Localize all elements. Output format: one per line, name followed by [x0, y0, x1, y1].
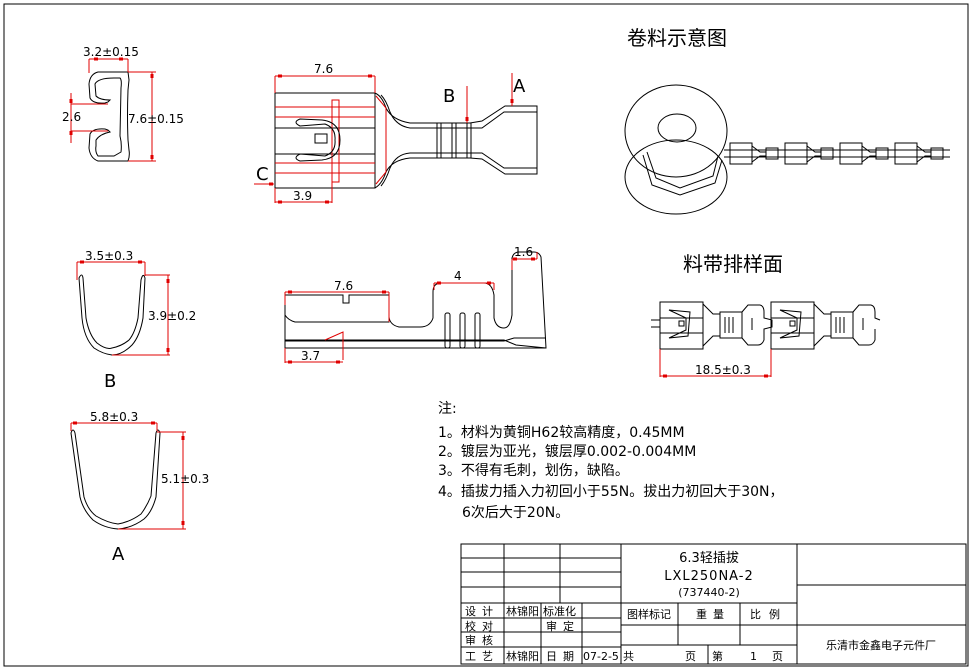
date-value: 07-2-5 — [583, 650, 619, 663]
terminal-top-view: 7.6 3.9 C B A — [254, 62, 538, 204]
note-item: 1。材料为黄铜H62较高精度，0.45MM — [438, 424, 685, 441]
note-item: 2。镀层为亚光，镀层厚0.002-0.004MM — [438, 443, 696, 460]
top-view-offset-dim: 3.9 — [293, 189, 312, 203]
reel-view: 卷料示意图 — [624, 26, 950, 215]
profile-a-label: A — [112, 544, 125, 565]
profile-c-section: 3.2±0.15 7.6±0.15 2.6 — [62, 45, 184, 162]
side-view-crimp-dim: 4 — [454, 269, 462, 283]
note-item: 3。不得有毛刺，划伤，缺陷。 — [438, 462, 629, 479]
header-drawing-mark: 图样标记 — [627, 607, 671, 621]
ref-number: (737440-2) — [678, 586, 740, 599]
profile-c-height-dim: 7.6±0.15 — [128, 112, 184, 126]
header-scale: 比例 — [750, 607, 788, 621]
reel-strip-terminals — [724, 142, 950, 165]
role-audit: 审核 — [465, 633, 499, 647]
terminal-side-view: 7.6 4 1.6 3.7 — [284, 245, 547, 364]
note-item: 6次后大于20N。 — [462, 505, 569, 521]
top-view-length-dim: 7.6 — [314, 62, 333, 76]
section-label-a: A — [513, 76, 526, 97]
notes-heading: 注: — [438, 401, 457, 417]
sheet-label: 第 — [712, 649, 723, 663]
sheets-total-label: 共 — [623, 650, 634, 663]
title-block: 6.3轻插拔 LXL250NA-2 (737440-2) 图样标记 重量 比例 … — [460, 543, 967, 665]
sheets-total-unit: 页 — [685, 650, 696, 663]
notes-block: 注: 1。材料为黄铜H62较高精度，0.45MM 2。镀层为亚光，镀层厚0.00… — [438, 401, 783, 521]
profile-c-gap-dim: 2.6 — [62, 110, 81, 124]
header-weight: 重量 — [696, 607, 730, 621]
profile-a-section: 5.8±0.3 5.1±0.3 A — [70, 410, 209, 565]
profile-a-height-dim: 5.1±0.3 — [161, 472, 209, 486]
process-name: 林锦阳 — [506, 649, 539, 663]
product-name: 6.3轻插拔 — [679, 551, 739, 566]
sheet-border — [3, 3, 969, 667]
role-process: 工艺 — [465, 650, 499, 663]
profile-a-width-dim: 5.8±0.3 — [90, 410, 138, 424]
strip-view-title: 料带排样面 — [683, 252, 783, 276]
sheet-unit: 页 — [772, 650, 783, 663]
strip-layout-view: 料带排样面 18.5±0.3 — [651, 252, 881, 378]
side-view-length-dim: 7.6 — [334, 279, 353, 293]
role-check: 校对 — [465, 619, 499, 633]
profile-b-label: B — [104, 371, 116, 392]
side-view-offset-dim: 3.7 — [301, 349, 320, 363]
profile-b-section: 3.5±0.3 3.9±0.2 B — [76, 249, 196, 392]
role-standardize: 标准化 — [543, 604, 576, 618]
designer-name: 林锦阳 — [506, 604, 539, 618]
strip-pitch-dim: 18.5±0.3 — [695, 363, 751, 377]
side-view-tab-dim: 1.6 — [514, 245, 533, 259]
profile-c-width-dim: 3.2±0.15 — [83, 45, 139, 59]
sheet-value: 1 — [750, 650, 757, 663]
profile-b-height-dim: 3.9±0.2 — [148, 309, 196, 323]
date-label: 日期 — [546, 650, 580, 663]
role-review: 审定 — [546, 619, 580, 633]
role-design: 设计 — [465, 605, 499, 618]
company-name: 乐清市金鑫电子元件厂 — [826, 638, 936, 652]
section-label-b: B — [443, 86, 455, 107]
profile-b-width-dim: 3.5±0.3 — [85, 249, 133, 263]
note-item: 4。插拔力插入力初回小于55N。拔出力初回大于30N， — [438, 483, 783, 500]
section-label-c: C — [256, 164, 269, 185]
reel-view-title: 卷料示意图 — [627, 26, 727, 50]
part-number: LXL250NA-2 — [664, 569, 754, 584]
